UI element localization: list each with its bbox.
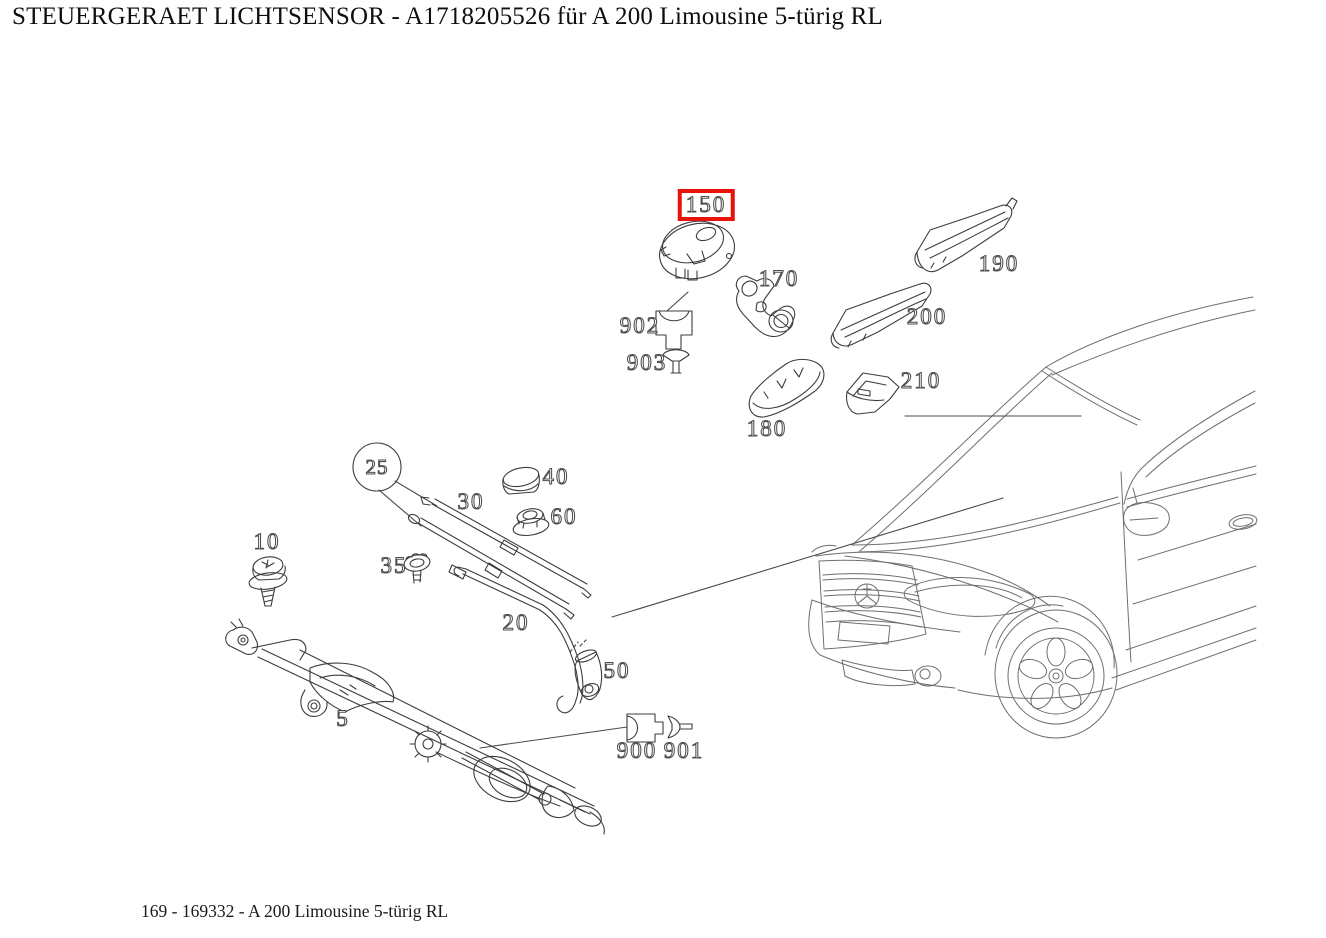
light-sensor-150-drawing	[659, 220, 735, 281]
cowl-panel-190-drawing	[914, 197, 1018, 273]
cap-40-drawing	[502, 466, 540, 495]
clip-903-drawing	[662, 349, 690, 374]
part-label-170[interactable]: 170	[758, 266, 800, 291]
car-outline-drawing	[808, 296, 1258, 739]
part-label-190[interactable]: 190	[978, 251, 1020, 276]
part-label-903[interactable]: 903	[626, 350, 668, 375]
part-label-30[interactable]: 30	[457, 489, 485, 514]
pointer-lines	[378, 291, 1082, 749]
cowl-panel-200-drawing	[830, 282, 932, 349]
part-label-180[interactable]: 180	[746, 416, 788, 441]
callout-circle-25	[352, 442, 402, 492]
connector-900-drawing	[626, 713, 664, 743]
part-label-10[interactable]: 10	[253, 529, 281, 554]
part-label-210[interactable]: 210	[900, 368, 942, 393]
part-label-25[interactable]: 25	[365, 454, 389, 479]
part-label-150[interactable]: 150	[677, 189, 735, 221]
nut-60-drawing	[512, 508, 550, 537]
bolt-10-drawing	[248, 556, 288, 607]
part-label-35[interactable]: 35	[380, 553, 408, 578]
wiper-linkage-5-drawing	[225, 618, 605, 835]
part-label-40[interactable]: 40	[542, 464, 570, 489]
part-label-50[interactable]: 50	[603, 658, 631, 683]
wiper-blade-30-drawing	[407, 496, 592, 620]
page-title: STEUERGERAET LICHTSENSOR - A1718205526 f…	[12, 3, 883, 30]
wiper-arm-20-drawing	[448, 564, 584, 714]
bracket-210-drawing	[846, 372, 900, 415]
screw-35-drawing	[403, 553, 431, 584]
diagram-caption: 169 - 169332 - A 200 Limousine 5-türig R…	[141, 901, 449, 921]
connector-901-drawing	[667, 715, 693, 739]
part-label-5[interactable]: 5	[336, 706, 350, 731]
part-label-60[interactable]: 60	[550, 504, 578, 529]
part-label-200[interactable]: 200	[906, 304, 948, 329]
part-label-902[interactable]: 902	[619, 313, 661, 338]
bracket-902-drawing	[655, 310, 693, 350]
bracket-170-drawing	[735, 275, 796, 338]
part-label-900[interactable]: 900	[616, 738, 658, 763]
part-label-901[interactable]: 901	[663, 738, 705, 763]
cap-50-drawing	[569, 639, 603, 701]
tray-180-drawing	[748, 358, 825, 418]
part-label-20[interactable]: 20	[502, 610, 530, 635]
